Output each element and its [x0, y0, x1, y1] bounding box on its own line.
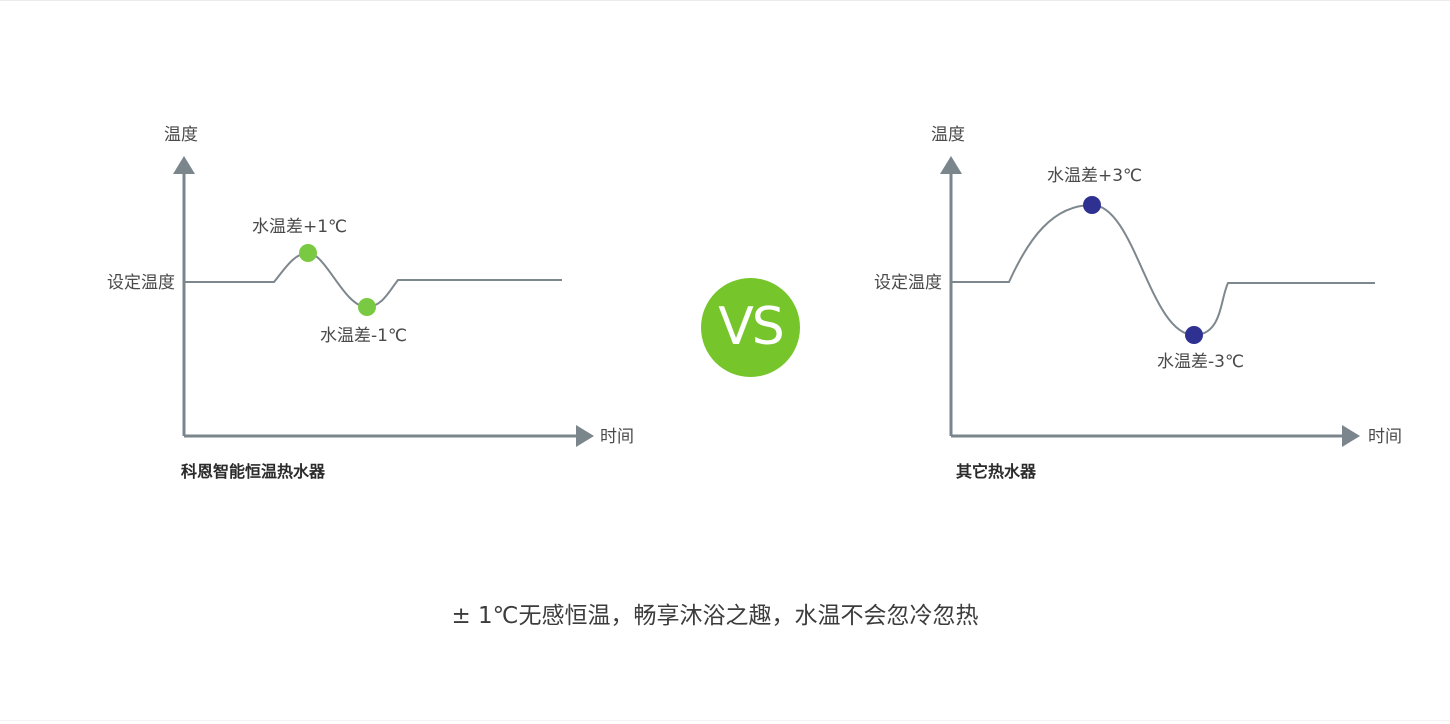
right-y-axis-arrow-icon — [940, 156, 962, 174]
right-temperature-curve — [951, 203, 1375, 337]
right-x-axis-label: 时间 — [1368, 427, 1402, 447]
left-y-axis-arrow-icon — [173, 156, 195, 174]
left-peak-label: 水温差+1℃ — [252, 217, 347, 237]
right-temperature-chart: 温度 时间 设定温度 水温差+3℃ 水温差-3℃ 其它热水器 — [874, 125, 1402, 481]
left-set-temp-label: 设定温度 — [107, 273, 175, 293]
right-trough-dot — [1185, 326, 1203, 344]
left-chart-caption: 科恩智能恒温热水器 — [181, 462, 326, 481]
right-set-temp-label: 设定温度 — [874, 273, 942, 293]
right-trough-label: 水温差-3℃ — [1157, 352, 1244, 372]
right-chart-caption: 其它热水器 — [956, 462, 1037, 481]
bottom-divider — [0, 720, 1450, 721]
right-y-axis-label: 温度 — [931, 125, 965, 145]
vs-badge: VS — [701, 278, 800, 377]
left-x-axis-label: 时间 — [600, 427, 634, 447]
left-trough-label: 水温差-1℃ — [320, 326, 407, 346]
left-peak-dot — [299, 244, 317, 262]
slogan-text: ± 1℃无感恒温，畅享沐浴之趣，水温不会忽冷忽热 — [451, 603, 979, 629]
right-peak-label: 水温差+3℃ — [1047, 166, 1142, 186]
left-temperature-chart: 温度 时间 设定温度 水温差+1℃ 水温差-1℃ 科恩智能恒温热水器 — [107, 125, 634, 481]
vs-badge-text: VS — [718, 296, 785, 357]
left-x-axis-arrow-icon — [576, 425, 594, 447]
right-peak-dot — [1083, 196, 1101, 214]
right-x-axis-arrow-icon — [1342, 425, 1360, 447]
left-trough-dot — [358, 298, 376, 316]
left-temperature-curve — [184, 251, 562, 309]
left-y-axis-label: 温度 — [164, 125, 198, 145]
top-divider — [0, 0, 1450, 1]
